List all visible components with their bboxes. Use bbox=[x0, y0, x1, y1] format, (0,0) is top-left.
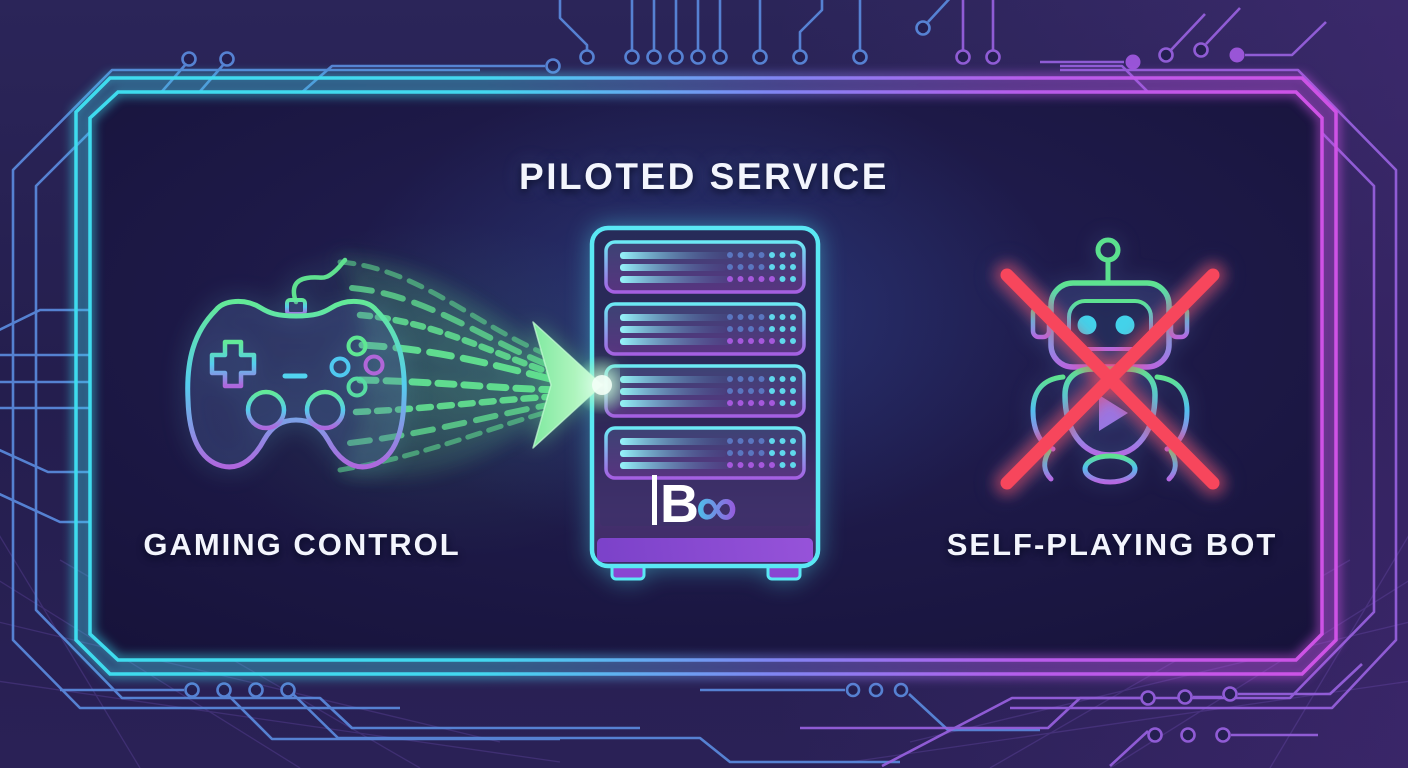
self-playing-bot-label: SELF-PLAYING BOT bbox=[946, 527, 1278, 562]
robot-eye-right bbox=[1115, 315, 1135, 335]
circuit-traces-blue bbox=[0, 0, 1040, 764]
play-icon bbox=[1099, 395, 1128, 431]
controller-body bbox=[185, 299, 407, 470]
data-stream-arrow-icon bbox=[337, 258, 620, 479]
antenna-icon bbox=[1095, 237, 1121, 263]
robot-eye-left bbox=[1077, 315, 1097, 335]
cable-connector bbox=[285, 298, 307, 316]
arrowhead bbox=[532, 321, 603, 449]
gaming-control-label: GAMING CONTROL bbox=[143, 527, 461, 562]
page-title: PILOTED SERVICE bbox=[519, 156, 889, 197]
robot-icon bbox=[994, 237, 1226, 496]
action-buttons bbox=[329, 335, 385, 398]
circuit-traces-purple bbox=[800, 0, 1398, 768]
neon-frame bbox=[71, 73, 1341, 679]
server-rack-icon: B ∞ bbox=[589, 225, 821, 581]
prohibition-cross-icon bbox=[994, 262, 1226, 496]
game-controller-icon bbox=[185, 257, 407, 470]
brand-logo: B ∞ bbox=[652, 474, 737, 539]
dpad-icon bbox=[209, 339, 257, 389]
logo-letter: B bbox=[660, 474, 699, 534]
controller-cable bbox=[291, 257, 348, 305]
infinity-icon: ∞ bbox=[696, 474, 737, 539]
left-stick bbox=[245, 389, 287, 431]
robot-base bbox=[1082, 453, 1138, 485]
right-stick bbox=[304, 389, 346, 431]
